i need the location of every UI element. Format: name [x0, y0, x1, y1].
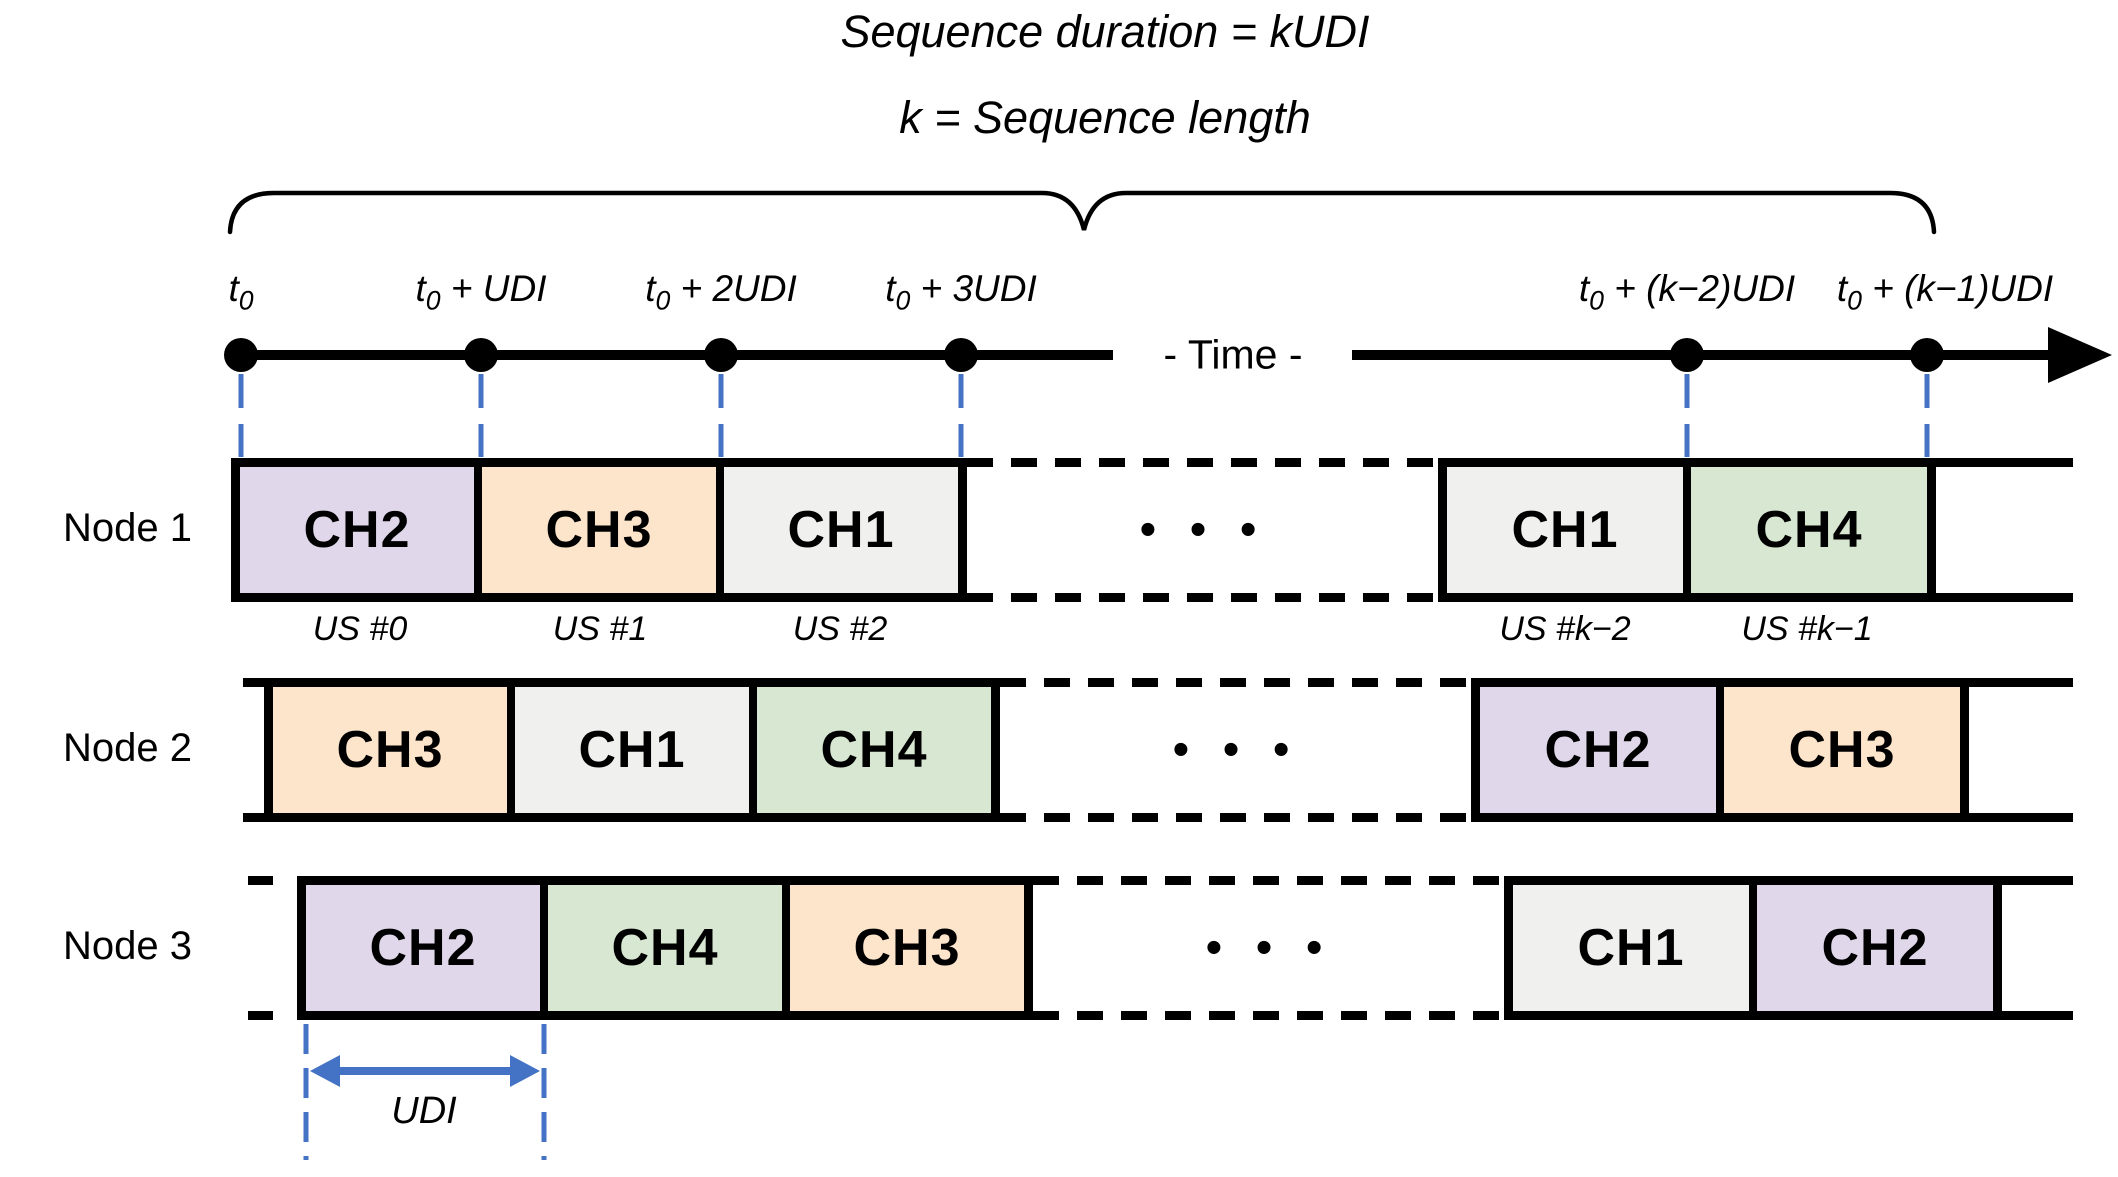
tick-label-t0: t0: [228, 268, 254, 316]
tick-label-t0-2udi: t0 + 2UDI: [645, 268, 797, 316]
node-1-top-dashed-connector: [967, 458, 1438, 467]
tick-label-t0-k2udi: t0 + (k−2)UDI: [1578, 268, 1796, 316]
us-label-k2: US #k−2: [1499, 610, 1631, 648]
node-1-slot-1: CH3: [482, 467, 716, 593]
node-3-slot-0: CH2: [306, 885, 540, 1011]
node-3-label: Node 3: [63, 924, 192, 968]
node-3-slot-k2: CH1: [1513, 885, 1749, 1011]
node-2-slot-k2: CH2: [1480, 687, 1716, 813]
node-1-ellipsis: • • •: [1139, 503, 1267, 557]
node-2-top-left-dash-stub: [243, 678, 268, 687]
node-3-right-group: CH1 CH2: [1504, 876, 2002, 1020]
tick-dot-t0-k2udi: [1670, 338, 1704, 372]
tick-label-t0-udi: t0 + UDI: [415, 268, 547, 316]
udi-arrowhead-left: [310, 1055, 340, 1087]
tick-dot-t0-k1udi: [1910, 338, 1944, 372]
node-3-top-dashed-connector: [1033, 876, 1504, 885]
tick-label-t0-3udi: t0 + 3UDI: [885, 268, 1037, 316]
node-1-label: Node 1: [63, 506, 192, 550]
node-1-bottom-dashed-connector: [967, 593, 1438, 602]
node-1-right-group: CH1 CH4: [1438, 458, 1936, 602]
us-label-k1: US #k−1: [1741, 610, 1873, 648]
time-axis-arrowhead: [2048, 327, 2112, 383]
node-3-bottom-left-dash-stub: [248, 1011, 273, 1020]
sequence-length-subtitle: k = Sequence length: [899, 92, 1311, 143]
node-2-top-dashed-connector: [1000, 678, 1471, 687]
node-3-top-left-dash-stub: [248, 876, 273, 885]
node-1-slot-0: CH2: [240, 467, 474, 593]
node-3-bottom-dashed-connector: [1033, 1011, 1504, 1020]
tick-dot-t0-udi: [464, 338, 498, 372]
us-label-0: US #0: [312, 610, 408, 648]
tick-label-t0-k1udi: t0 + (k−1)UDI: [1836, 268, 2054, 316]
tick-dot-t0: [224, 338, 258, 372]
node-2-slot-0: CH3: [273, 687, 507, 813]
udi-arrowhead-right: [510, 1055, 540, 1087]
node-1-slot-2: CH1: [724, 467, 958, 593]
node-2-slot-2: CH4: [757, 687, 991, 813]
node-2-left-group: CH3 CH1 CH4: [264, 678, 1000, 822]
time-axis-text: - Time -: [1163, 331, 1303, 378]
node-2-right-group: CH2 CH3: [1471, 678, 1969, 822]
blue-guide-lines: [238, 374, 1930, 457]
node-1-slot-k1: CH4: [1691, 467, 1927, 593]
node-3-ellipsis: • • •: [1205, 921, 1333, 975]
tick-dot-t0-3udi: [944, 338, 978, 372]
us-label-2: US #2: [792, 610, 888, 648]
tick-dot-t0-2udi: [704, 338, 738, 372]
node-3-left-group: CH2 CH4 CH3: [297, 876, 1033, 1020]
node-3-slot-k1: CH2: [1757, 885, 1993, 1011]
node-2-bottom-dashed-connector: [1000, 813, 1471, 822]
node-2-bottom-left-dash-stub: [243, 813, 268, 822]
node-2-slot-1: CH1: [515, 687, 749, 813]
sequence-duration-brace: [227, 190, 1937, 235]
node-3-slot-2: CH3: [790, 885, 1024, 1011]
node-2-label: Node 2: [63, 726, 192, 770]
node-3-row-extension: [2002, 876, 2073, 1020]
node-1-slot-k2: CH1: [1447, 467, 1683, 593]
node-2-row-extension: [1969, 678, 2073, 822]
node-3-slot-1: CH4: [548, 885, 782, 1011]
node-2-ellipsis: • • •: [1172, 723, 1300, 777]
udi-label: UDI: [391, 1090, 457, 1132]
node-1-left-group: CH2 CH3 CH1: [231, 458, 967, 602]
node-2-slot-k1: CH3: [1724, 687, 1960, 813]
node-1-row-extension: [1936, 458, 2073, 602]
us-label-1: US #1: [552, 610, 648, 648]
sequence-duration-title: Sequence duration = kUDI: [840, 6, 1370, 57]
